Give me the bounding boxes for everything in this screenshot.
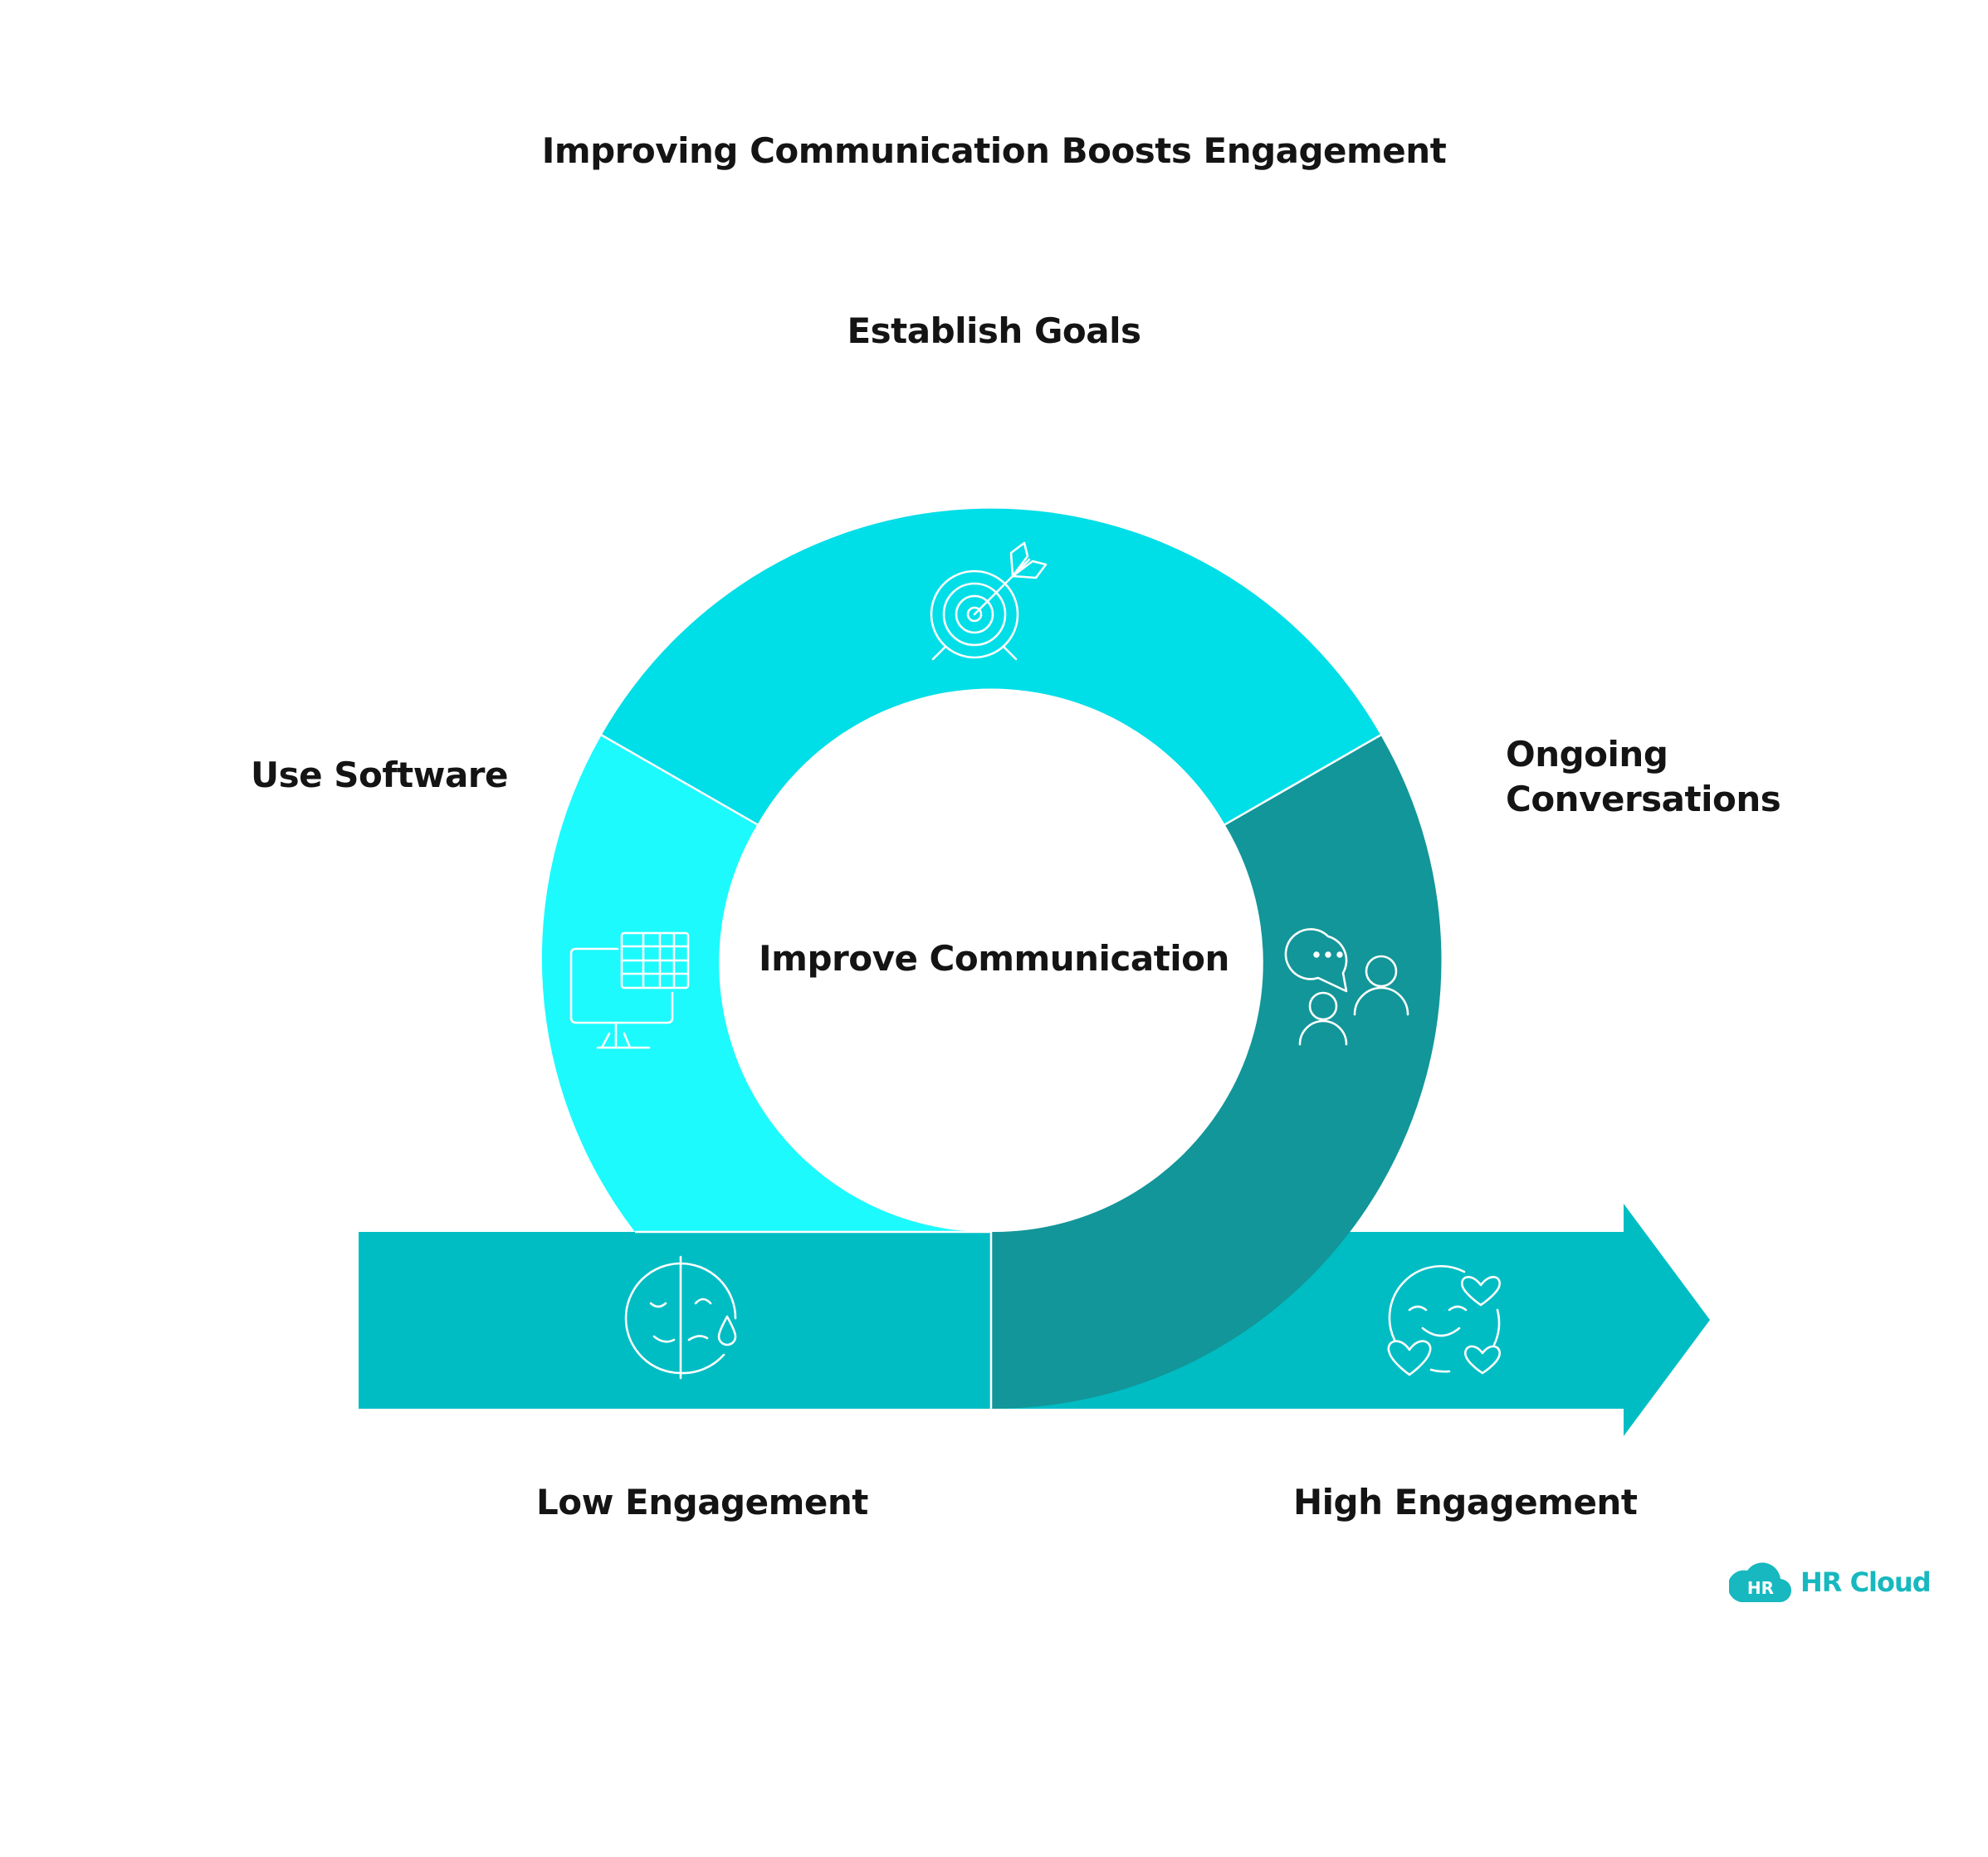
page-title: Improving Communication Boosts Engagemen… — [541, 130, 1447, 171]
target-arrow-icon — [930, 541, 1048, 661]
computer-spreadsheet-icon — [569, 931, 690, 1049]
label-use-software: Use Software — [251, 755, 509, 795]
label-ongoing-line2: Conversations — [1506, 779, 1781, 819]
label-ongoing-line1: Ongoing — [1506, 734, 1668, 775]
hr-cloud-logo: HR HR Cloud — [1729, 1559, 1932, 1605]
chat-people-icon — [1284, 928, 1409, 1046]
segment-use-software — [541, 735, 991, 1233]
label-improve-communication: Improve Communication — [759, 938, 1229, 979]
label-ongoing-conversations: Ongoing Conversations — [1506, 732, 1781, 822]
label-low-engagement: Low Engagement — [536, 1482, 868, 1522]
separator-line — [601, 734, 759, 826]
logo-text: HR Cloud — [1800, 1566, 1932, 1598]
separator-line — [1224, 734, 1381, 826]
sad-face-icon — [624, 1255, 737, 1380]
happy-face-hearts-icon — [1387, 1265, 1501, 1376]
center-circle — [722, 694, 1260, 1232]
logo-badge-text: HR — [1747, 1578, 1774, 1598]
label-establish-goals: Establish Goals — [847, 310, 1141, 351]
cloud-badge-icon: HR — [1729, 1562, 1792, 1603]
label-high-engagement: High Engagement — [1293, 1482, 1638, 1522]
segment-ongoing-conversations — [991, 735, 1442, 1410]
segment-establish-goals — [601, 508, 1381, 825]
